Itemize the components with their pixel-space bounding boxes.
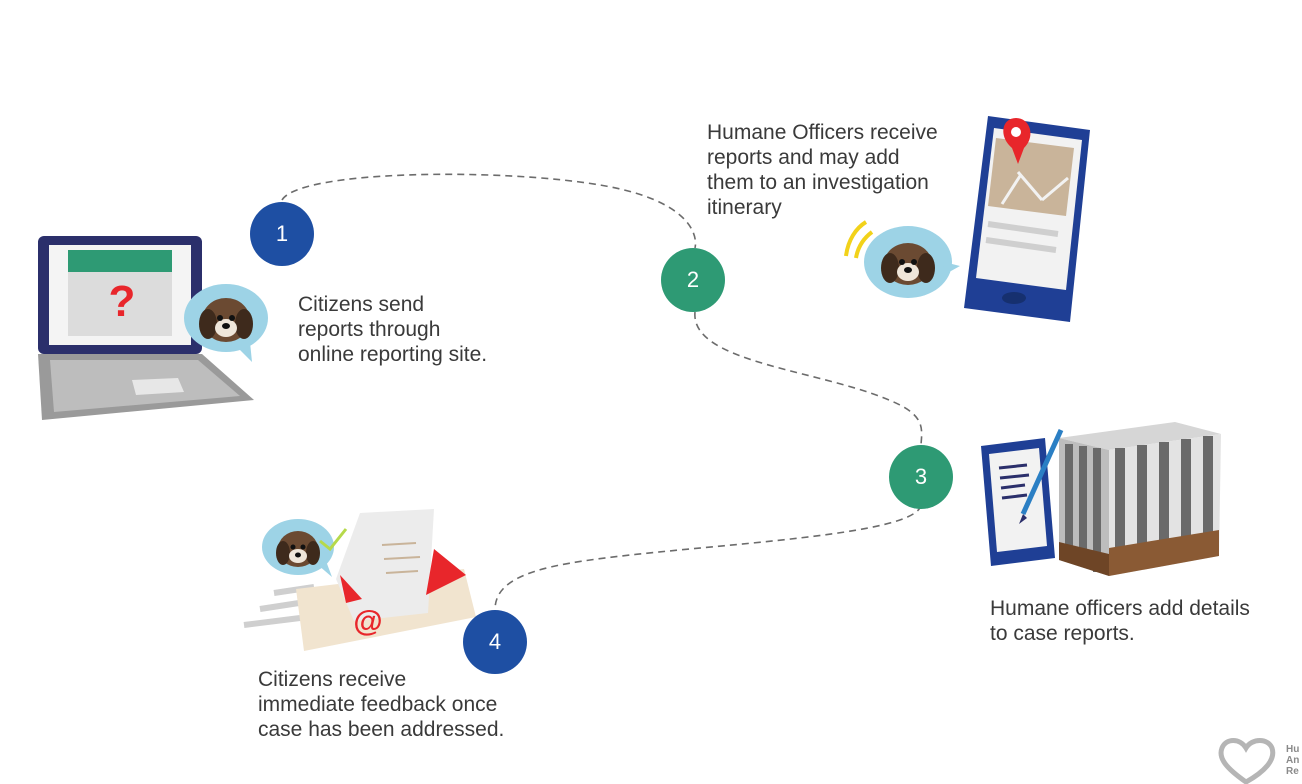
email-envelope-icon: @ [243,509,476,651]
step-2-text: Humane Officers receive reports and may … [707,121,938,219]
step-3-badge: 3 [889,445,953,509]
step-3-text: Humane officers add details to case repo… [990,597,1250,645]
dog-speech-bubble-icon [844,220,960,298]
laptop-question-icon: ? [38,236,254,420]
dog-speech-bubble-icon [184,284,268,362]
tablet-cage-icon [981,422,1221,576]
step-2-badge: 2 [661,248,725,312]
phone-map-pin-icon [964,116,1090,322]
step-4-badge: 4 [463,610,527,674]
svg-text:@: @ [353,605,382,638]
svg-text:?: ? [109,277,136,326]
step-4-text: Citizens receive immediate feedback once… [258,668,505,741]
step-1-text: Citizens send reports through online rep… [298,293,488,366]
step-1-badge: 1 [250,202,314,266]
logo-text: Hu An Re [1286,744,1300,777]
heart-logo-icon [1218,738,1276,784]
